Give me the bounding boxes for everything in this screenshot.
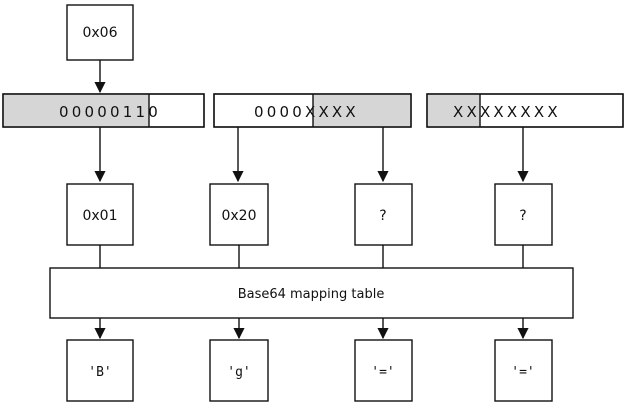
output-4-label: '=': [511, 365, 534, 380]
bit-group-3-bits: XXXXXXXX: [453, 103, 561, 121]
sextet-3-label: ?: [379, 208, 386, 224]
sextet-box-2: 0x20: [209, 183, 269, 246]
sextet-box-4: ?: [494, 183, 553, 246]
output-box-4: '=': [494, 339, 553, 402]
output-3-label: '=': [371, 365, 394, 380]
output-box-2: 'g': [209, 339, 269, 402]
bit-group-3: XXXXXXXX: [426, 93, 624, 128]
output-box-1: 'B': [66, 339, 134, 402]
input-byte-label: 0x06: [82, 25, 117, 41]
sextet-1-label: 0x01: [82, 208, 117, 224]
output-box-3: '=': [354, 339, 413, 402]
bit-group-1-bits: 00000110: [59, 103, 161, 121]
mapping-table-label: Base64 mapping table: [238, 287, 385, 302]
output-2-label: 'g': [227, 365, 250, 380]
output-1-label: 'B': [88, 365, 111, 380]
bit-group-2: 0000XXXX: [213, 93, 412, 128]
sextet-2-label: 0x20: [221, 208, 256, 224]
base64-mapping-table: Base64 mapping table: [49, 267, 574, 319]
bit-group-2-bits: 0000XXXX: [254, 103, 359, 121]
sextet-box-1: 0x01: [66, 183, 134, 246]
sextet-box-3: ?: [354, 183, 413, 246]
bit-group-1: 00000110: [2, 93, 205, 128]
input-byte-box: 0x06: [66, 4, 134, 61]
sextet-4-label: ?: [519, 208, 526, 224]
